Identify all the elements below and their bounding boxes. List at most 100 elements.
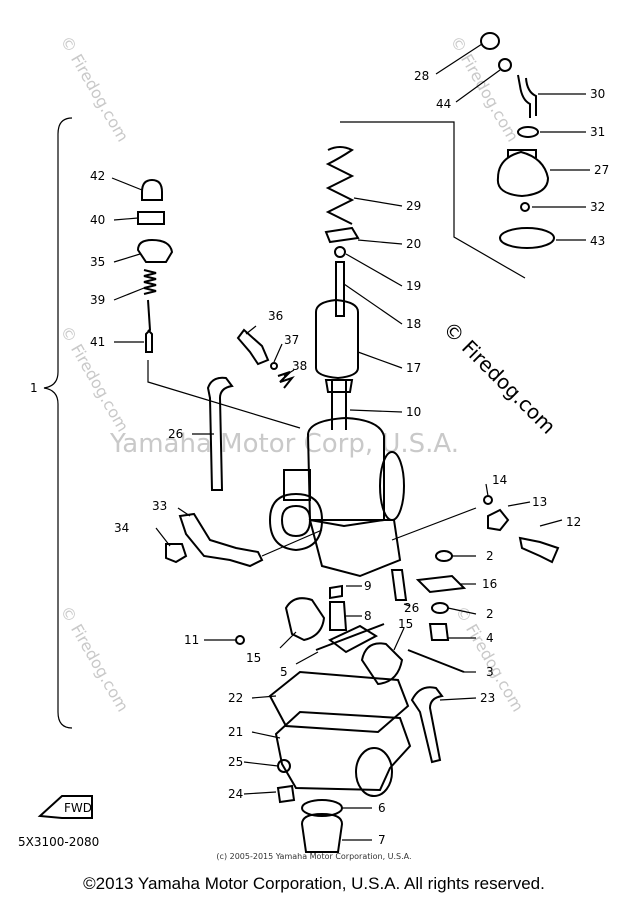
fwd-label: FWD bbox=[64, 801, 92, 815]
footer-copyright: ©2013 Yamaha Motor Corporation, U.S.A. A… bbox=[83, 874, 545, 893]
assembly-label: 1 bbox=[30, 381, 38, 395]
part-hose-23 bbox=[410, 686, 444, 764]
callout-8: 8 bbox=[364, 609, 372, 623]
part-jet-9 bbox=[329, 584, 343, 600]
part-cap-42 bbox=[141, 178, 163, 201]
callout-26-left: 26 bbox=[168, 427, 183, 441]
part-top-cap-27 bbox=[496, 149, 550, 198]
exploded-guide-bracket bbox=[261, 529, 323, 557]
part-bracket-33 bbox=[178, 512, 264, 568]
callout-4: 4 bbox=[486, 631, 494, 645]
part-pin-5 bbox=[315, 623, 385, 651]
assembly-bracket bbox=[43, 117, 73, 729]
callout-16: 16 bbox=[482, 577, 497, 591]
callout-13: 13 bbox=[532, 495, 547, 509]
part-plug-7 bbox=[300, 812, 344, 853]
callout-44: 44 bbox=[436, 97, 451, 111]
callout-20: 20 bbox=[406, 237, 421, 251]
callout-31: 31 bbox=[590, 125, 605, 139]
callout-24: 24 bbox=[228, 787, 243, 801]
callout-27: 27 bbox=[594, 163, 609, 177]
part-oring-37 bbox=[270, 362, 278, 370]
watermark-center: Yamaha Motor Corp, U.S.A. bbox=[109, 429, 459, 459]
part-float-15-right bbox=[360, 642, 404, 686]
diagram-code: 5X3100-2080 bbox=[18, 835, 99, 849]
callout-35: 35 bbox=[90, 255, 105, 269]
callout-34: 34 bbox=[114, 521, 129, 535]
part-pin-3 bbox=[407, 649, 465, 673]
part-carb-side bbox=[283, 469, 311, 501]
part-carb-lower bbox=[308, 519, 402, 578]
part-nut-13 bbox=[487, 508, 510, 532]
callout-2-a: 2 bbox=[486, 549, 494, 563]
callout-42: 42 bbox=[90, 169, 105, 183]
part-jet-4 bbox=[428, 623, 450, 641]
callout-17: 17 bbox=[406, 361, 421, 375]
callout-28: 28 bbox=[414, 69, 429, 83]
part-float-bowl-21 bbox=[274, 710, 412, 792]
part-gasket-43 bbox=[499, 227, 555, 249]
part-nut-40 bbox=[137, 211, 165, 225]
part-needle-valve-8 bbox=[329, 601, 348, 631]
callout-leaders bbox=[111, 43, 590, 841]
callout-6: 6 bbox=[378, 801, 386, 815]
callout-9: 9 bbox=[364, 579, 372, 593]
part-screw-24 bbox=[276, 784, 296, 804]
callout-29: 29 bbox=[406, 199, 421, 213]
part-carb-bell bbox=[379, 451, 405, 521]
callout-12: 12 bbox=[566, 515, 581, 529]
callout-25: 25 bbox=[228, 755, 243, 769]
part-spring-29 bbox=[325, 146, 355, 225]
part-screw-11 bbox=[235, 635, 245, 645]
callout-38: 38 bbox=[292, 359, 307, 373]
callout-37: 37 bbox=[284, 333, 299, 347]
callout-19: 19 bbox=[406, 279, 421, 293]
part-hose-26-right bbox=[390, 569, 408, 601]
part-screw-34 bbox=[165, 543, 188, 564]
exploded-guide-right bbox=[391, 507, 477, 541]
callout-15-left: 15 bbox=[246, 651, 261, 665]
callout-39: 39 bbox=[90, 293, 105, 307]
callout-7: 7 bbox=[378, 833, 386, 847]
part-oring-14 bbox=[483, 495, 493, 505]
part-needle-jet-10 bbox=[324, 379, 354, 430]
part-float-15-left bbox=[284, 597, 326, 642]
callout-32: 32 bbox=[590, 200, 605, 214]
part-nut-44 bbox=[498, 58, 512, 72]
exploded-guide-left bbox=[147, 360, 301, 429]
fwd-arrow-icon bbox=[37, 795, 93, 819]
part-screw-12 bbox=[518, 536, 560, 564]
callout-40: 40 bbox=[90, 213, 105, 227]
callout-labels: 28 44 30 31 27 32 43 42 40 35 39 41 29 2… bbox=[90, 69, 609, 847]
callout-43: 43 bbox=[590, 234, 605, 248]
part-plate-20 bbox=[324, 226, 360, 244]
callout-15-right: 15 bbox=[398, 617, 413, 631]
callout-23: 23 bbox=[480, 691, 495, 705]
part-bowl-outlet bbox=[355, 747, 393, 797]
part-needle-41 bbox=[145, 299, 153, 353]
callout-3: 3 bbox=[486, 665, 494, 679]
part-clip-19 bbox=[334, 246, 346, 258]
part-throttle-valve-17 bbox=[315, 298, 359, 380]
watermark-firedog-1: © Firedog.com bbox=[57, 33, 133, 146]
part-spring-39 bbox=[143, 269, 157, 295]
callout-33: 33 bbox=[152, 499, 167, 513]
part-washer-2-a bbox=[435, 550, 453, 562]
callout-41: 41 bbox=[90, 335, 105, 349]
part-screw-36 bbox=[236, 328, 270, 366]
watermark-firedog-2: © Firedog.com bbox=[447, 33, 523, 146]
callout-22: 22 bbox=[228, 691, 243, 705]
part-elbow-30 bbox=[517, 74, 537, 118]
part-hose-26-left bbox=[206, 376, 234, 491]
part-washer-32 bbox=[520, 202, 530, 212]
callout-5: 5 bbox=[280, 665, 288, 679]
part-carb-body bbox=[306, 416, 385, 528]
callout-36: 36 bbox=[268, 309, 283, 323]
watermark-firedog-4: © Firedog.com bbox=[57, 603, 133, 716]
part-spring-38 bbox=[277, 371, 295, 389]
part-cap-28 bbox=[480, 32, 500, 50]
part-washer-2-b bbox=[431, 602, 449, 614]
part-oring-31 bbox=[517, 126, 539, 138]
part-plate-35 bbox=[136, 238, 174, 263]
